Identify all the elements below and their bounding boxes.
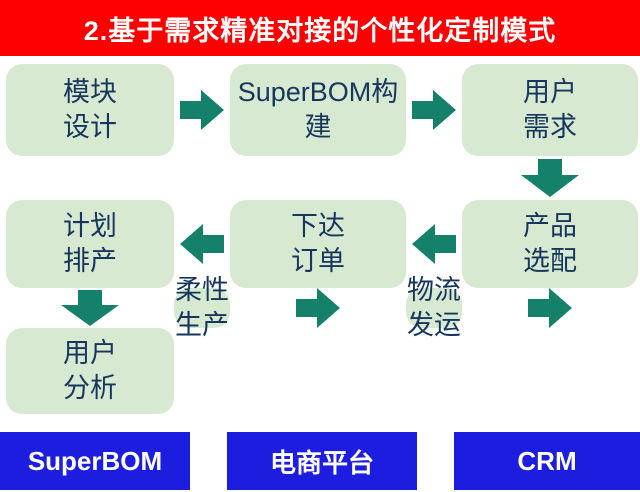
flow-box-user-demand: 用户 需求 bbox=[462, 64, 638, 156]
flowchart: 模块 设计 SuperBOM构 建 用户 需求 计划 排产 下达 订单 产品 选… bbox=[0, 56, 640, 414]
flow-box-logistics-shipping: 物流 发运 bbox=[406, 274, 462, 340]
arrow-left-icon bbox=[180, 221, 224, 267]
arrow-left-icon bbox=[412, 221, 456, 267]
arrow-down-icon bbox=[518, 159, 582, 197]
arrow-down-icon bbox=[58, 290, 122, 326]
flow-box-plan-scheduling: 计划 排产 bbox=[6, 200, 174, 288]
arrow-right-icon bbox=[528, 285, 572, 331]
flow-box-module-design: 模块 设计 bbox=[6, 64, 174, 156]
footer-bar-superbom: SuperBOM bbox=[0, 432, 190, 490]
arrow-right-icon bbox=[412, 87, 456, 133]
flow-box-product-config: 产品 选配 bbox=[462, 200, 638, 288]
flow-box-place-order: 下达 订单 bbox=[230, 200, 406, 288]
arrow-right-icon bbox=[180, 87, 224, 133]
slide-title: 2.基于需求精准对接的个性化定制模式 bbox=[0, 0, 640, 56]
flow-box-superbom-build: SuperBOM构 建 bbox=[230, 64, 406, 156]
footer-bars: SuperBOM 电商平台 CRM bbox=[0, 432, 640, 490]
arrow-right-icon bbox=[296, 285, 340, 331]
flow-box-flexible-production: 柔性 生产 bbox=[174, 274, 230, 340]
footer-bar-ecommerce-platform: 电商平台 bbox=[227, 432, 417, 490]
footer-bar-crm: CRM bbox=[454, 432, 640, 490]
flow-box-user-analysis: 用户 分析 bbox=[6, 328, 174, 414]
